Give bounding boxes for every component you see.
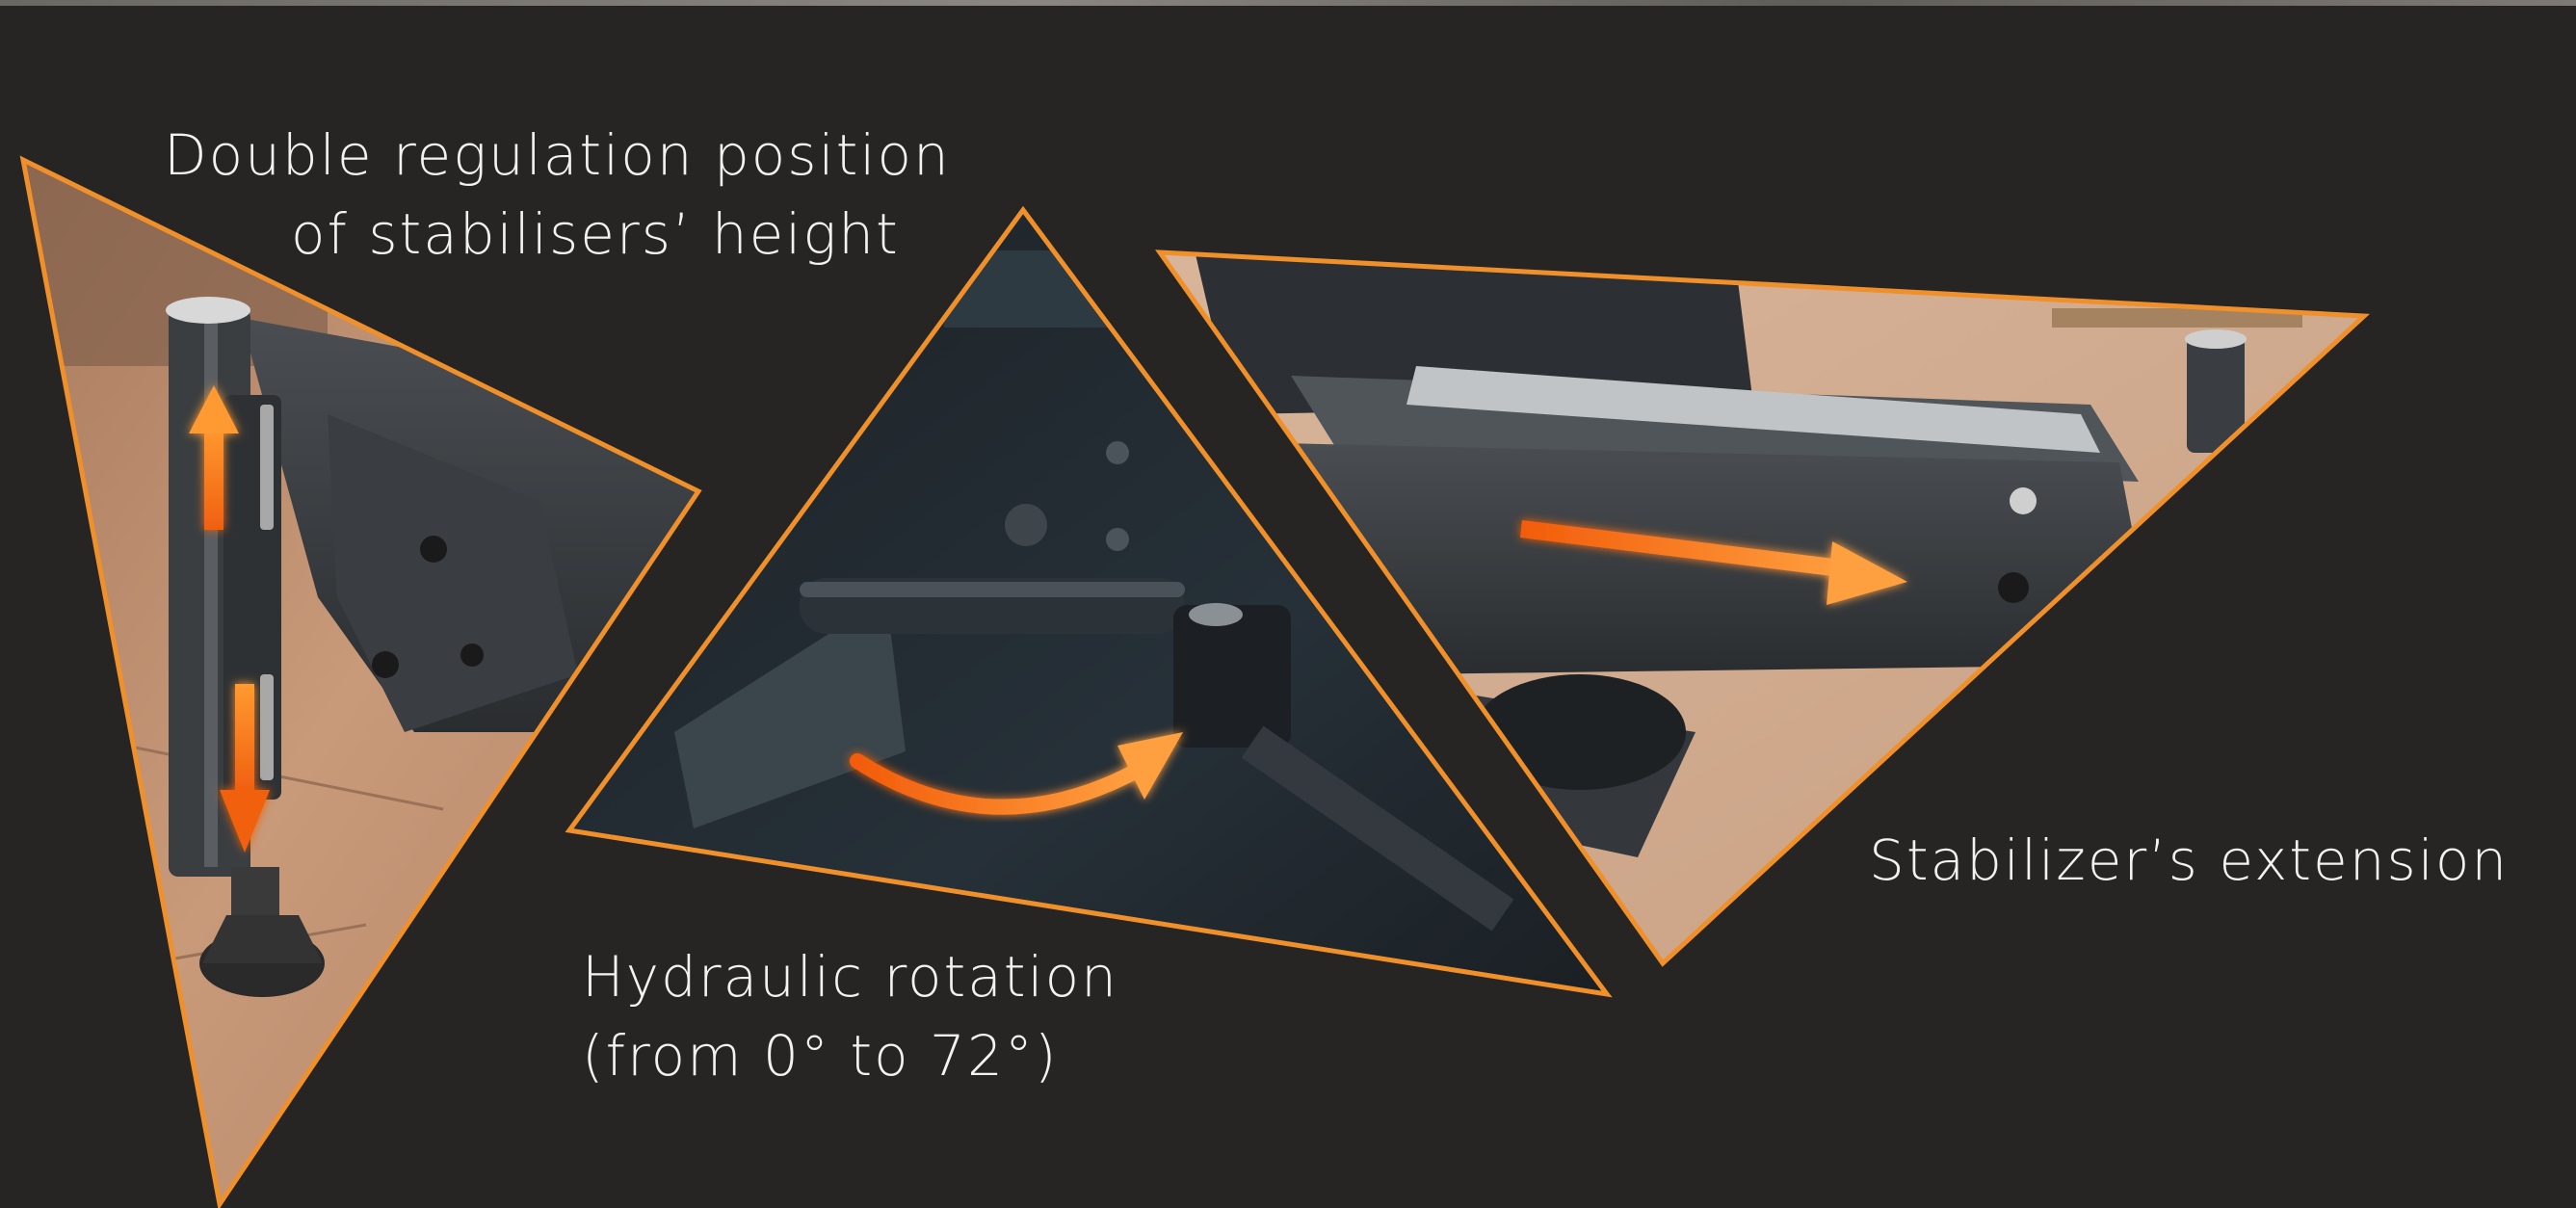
extension-caption: Stabilizer’s extension: [1869, 821, 2509, 900]
curved-rotation-arrow-icon: [850, 732, 1183, 815]
top-border-strip: [0, 0, 2576, 6]
up-arrow-icon: [189, 385, 239, 530]
rotation-caption-line2: (from 0° to 72°): [582, 1023, 1059, 1089]
down-arrow-icon: [220, 684, 270, 853]
rotation-caption-line1: Hydraulic rotation: [582, 944, 1118, 1010]
extension-caption-line1: Stabilizer’s extension: [1869, 827, 2510, 893]
height-regulation-caption-line1: Double regulation position: [164, 122, 951, 188]
height-regulation-caption: Double regulation position of stabiliser…: [164, 116, 951, 274]
extension-arrow-icon: [1520, 520, 1907, 605]
rotation-caption: Hydraulic rotation (from 0° to 72°): [582, 937, 1118, 1095]
height-regulation-caption-line2: of stabilisers’ height: [291, 201, 900, 267]
